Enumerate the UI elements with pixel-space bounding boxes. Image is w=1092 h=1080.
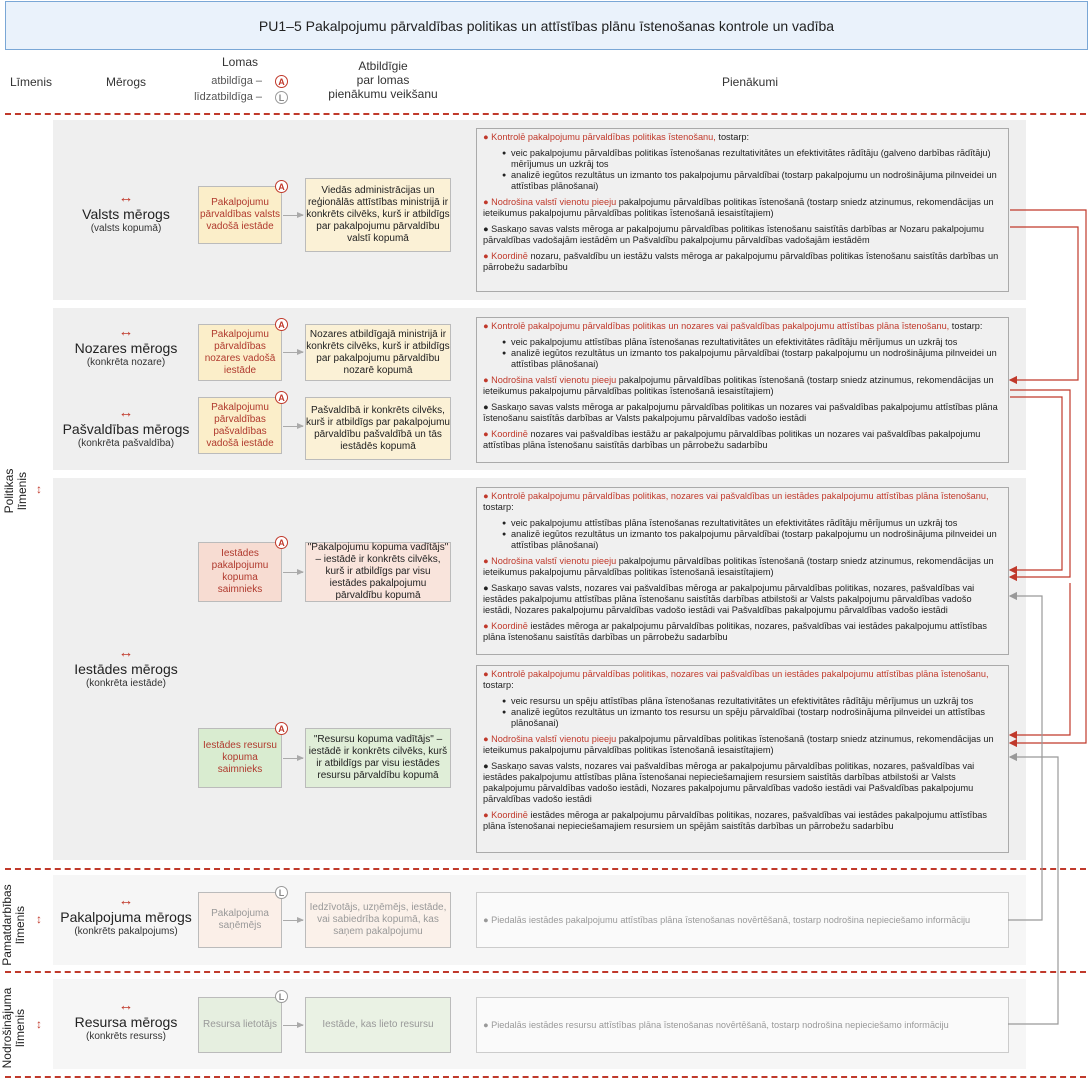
duty-box-nozares-pasvaldibas: ● Kontrolē pakalpojumu pārvaldības polit… xyxy=(476,317,1009,463)
resp-nozares: Nozares atbildīgajā ministrijā ir konkrē… xyxy=(305,324,451,381)
resp-pasvaldibas: Pašvaldībā ir konkrēts cilvēks, kurš ir … xyxy=(305,397,451,460)
vertical-arrow-icon: ↕ xyxy=(36,1017,42,1031)
level-basic: Pamatdarbības līmenis xyxy=(0,884,27,966)
role-pasvaldibas: Pakalpojumu pārvaldības pašvaldības vado… xyxy=(198,397,282,454)
role-pakalpojuma: Pakalpojuma saņēmējs xyxy=(198,892,282,948)
scope-nozares: ↔ Nozares mērogs (konkrēta nozare) xyxy=(46,324,206,369)
scope-sub: (konkrēta nozare) xyxy=(86,357,166,368)
scope-name: Pakalpojuma mērogs xyxy=(60,909,192,925)
role-resursa: Resursa lietotājs xyxy=(198,997,282,1053)
badge-a-icon: A xyxy=(275,180,288,193)
level-support: Nodrošinājuma līmenis xyxy=(0,987,27,1069)
gray-connectors xyxy=(1008,591,1059,1025)
arrow-icon: ↔ xyxy=(118,189,134,206)
feedback-connectors xyxy=(1008,209,1087,1025)
arrow-icon: ↔ xyxy=(118,323,134,340)
scope-name: Nozares mērogs xyxy=(74,340,178,356)
duty-box-resursa: ● Piedalās iestādes resursu attīstības p… xyxy=(476,997,1009,1053)
header-duties: Pienākumi xyxy=(721,75,779,89)
duty-box-iestades-pakalpojumu: ● Kontrolē pakalpojumu pārvaldības polit… xyxy=(476,487,1009,655)
resp-iestades-pakalpojumu: "Pakalpojumu kopuma vadītājs" – iestādē … xyxy=(305,542,451,602)
resp-valsts: Viedās administrācijas un reģionālās att… xyxy=(305,178,451,252)
scope-resursa: ↔ Resursa mērogs (konkrēts resurss) xyxy=(46,998,206,1043)
legend-a-label: atbildīga – xyxy=(211,75,262,87)
arrow-icon: ↔ xyxy=(118,892,134,909)
scope-sub: (valsts kopumā) xyxy=(90,223,162,234)
scope-sub: (konkrēta iestāde) xyxy=(85,678,167,689)
connector-arrow xyxy=(283,1022,304,1028)
badge-l-icon: L xyxy=(275,990,288,1003)
vertical-arrow-icon: ↕ xyxy=(36,482,42,496)
scope-valsts: ↔ Valsts mērogs (valsts kopumā) xyxy=(46,190,206,235)
scope-name: Pašvaldības mērogs xyxy=(62,421,190,437)
badge-a-icon: A xyxy=(275,75,288,88)
role-valsts: Pakalpojumu pārvaldības valsts vadošā ie… xyxy=(198,186,282,244)
separator xyxy=(5,1076,1086,1078)
red-connectors xyxy=(1008,209,1087,748)
scope-name: Resursa mērogs xyxy=(74,1014,178,1030)
level-policy: Politikas līmenis xyxy=(2,468,29,514)
connector-arrow xyxy=(283,917,304,923)
scope-name: Valsts mērogs xyxy=(82,206,170,222)
scope-pasvaldibas: ↔ Pašvaldības mērogs (konkrēta pašvaldīb… xyxy=(46,405,206,450)
duty-box-pakalpojuma: ● Piedalās iestādes pakalpojumu attīstīb… xyxy=(476,892,1009,948)
role-nozares: Pakalpojumu pārvaldības nozares vadošā i… xyxy=(198,324,282,381)
scope-sub: (konkrēts pakalpojums) xyxy=(74,926,178,937)
separator xyxy=(5,868,1086,870)
vertical-arrow-icon: ↕ xyxy=(36,912,42,926)
badge-a-icon: A xyxy=(275,391,288,404)
connector-arrow xyxy=(283,212,304,218)
resp-pakalpojuma: Iedzīvotājs, uzņēmējs, iestāde, vai sabi… xyxy=(305,892,451,948)
arrow-icon: ↔ xyxy=(118,644,134,661)
scope-sub: (konkrēta pašvaldība) xyxy=(77,438,175,449)
scope-name: Iestādes mērogs xyxy=(74,661,178,677)
page-title: PU1–5 Pakalpojumu pārvaldības politikas … xyxy=(5,1,1088,50)
header-roles: Lomas xyxy=(221,55,259,69)
badge-a-icon: A xyxy=(275,536,288,549)
header-responsible: Atbildīgie par lomas pienākumu veikšanu xyxy=(328,59,438,101)
separator xyxy=(5,971,1086,973)
legend-l-label: līdzatbildīga – xyxy=(194,91,262,103)
badge-a-icon: A xyxy=(275,318,288,331)
role-iestades-pakalpojumu: Iestādes pakalpojumu kopuma saimnieks xyxy=(198,542,282,602)
duty-box-valsts: ● Kontrolē pakalpojumu pārvaldības polit… xyxy=(476,128,1009,292)
header-level: Līmenis xyxy=(9,75,53,89)
separator xyxy=(5,113,1086,115)
badge-l-icon: L xyxy=(275,91,288,104)
connector-arrow xyxy=(283,755,304,761)
arrow-icon: ↔ xyxy=(118,997,134,1014)
badge-a-icon: A xyxy=(275,722,288,735)
scope-sub: (konkrēts resurss) xyxy=(85,1031,166,1042)
arrow-icon: ↔ xyxy=(118,404,134,421)
role-iestades-resursu: Iestādes resursu kopuma saimnieks xyxy=(198,728,282,788)
connector-arrow xyxy=(283,569,304,575)
connector-arrow xyxy=(283,349,304,355)
scope-iestades: ↔ Iestādes mērogs (konkrēta iestāde) xyxy=(46,645,206,690)
resp-resursa: Iestāde, kas lieto resursu xyxy=(305,997,451,1053)
resp-iestades-resursu: "Resursu kopuma vadītājs" – iestādē ir k… xyxy=(305,728,451,788)
badge-l-icon: L xyxy=(275,886,288,899)
connector-arrow xyxy=(283,423,304,429)
scope-pakalpojuma: ↔ Pakalpojuma mērogs (konkrēts pakalpoju… xyxy=(46,893,206,938)
header-scope: Mērogs xyxy=(105,75,146,89)
duty-box-iestades-resursu: ● Kontrolē pakalpojumu pārvaldības polit… xyxy=(476,665,1009,853)
